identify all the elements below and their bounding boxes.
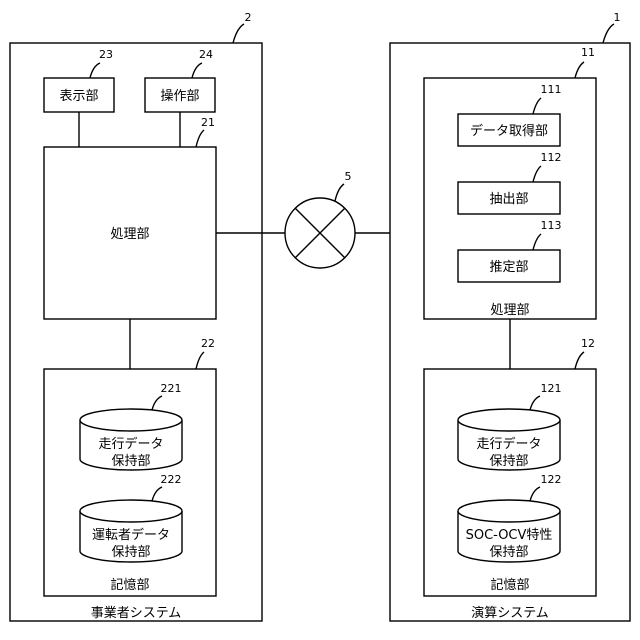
business-storage-ref: 22 [201, 337, 215, 350]
data-acquisition-label: データ取得部 [470, 123, 548, 139]
compute-processing-ref: 11 [581, 46, 595, 59]
compute-system-title: 演算システム [471, 605, 549, 621]
driver-data-db-label-line2: 保持部 [111, 545, 150, 560]
driver-data-db-ref: 222 [161, 473, 182, 486]
compute-storage-label: 記憶部 [490, 577, 529, 593]
network-ref: 5 [345, 170, 352, 183]
extraction-label: 抽出部 [489, 192, 528, 207]
compute-system-ref: 1 [614, 11, 621, 24]
business-processing-label: 処理部 [110, 227, 149, 242]
network-ref-leader [335, 184, 344, 201]
business-processing-ref: 21 [201, 116, 215, 129]
travel-data-db-label-line1: 走行データ [98, 436, 163, 452]
business-system-ref: 2 [245, 11, 252, 24]
soc-ocv-db-label-line1: SOC-OCV特性 [466, 528, 553, 543]
display-unit-ref: 23 [99, 48, 113, 61]
extraction-ref: 112 [541, 151, 562, 164]
estimation-label: 推定部 [489, 260, 528, 275]
network-node [285, 198, 355, 268]
operation-unit-ref: 24 [199, 48, 213, 61]
compute-travel-data-db-label-line2: 保持部 [489, 454, 528, 469]
travel-data-db-label-line2: 保持部 [111, 454, 150, 469]
operation-unit-label: 操作部 [160, 88, 199, 104]
business-system-title: 事業者システム [91, 605, 182, 621]
business-storage-label: 記憶部 [110, 577, 149, 593]
data-acquisition-ref: 111 [541, 83, 562, 96]
compute-travel-data-db-label-line1: 走行データ [476, 436, 541, 452]
compute-processing-label: 処理部 [490, 303, 529, 318]
compute-system-ref-leader [603, 24, 614, 43]
soc-ocv-db-top [458, 500, 560, 522]
business-system-ref-leader [233, 24, 244, 43]
soc-ocv-db-label-line2: 保持部 [489, 545, 528, 560]
driver-data-db-top [80, 500, 182, 522]
display-unit-label: 表示部 [59, 89, 98, 104]
soc-ocv-db-ref: 122 [541, 473, 562, 486]
travel-data-db-ref: 221 [161, 382, 182, 395]
compute-storage-ref: 12 [581, 337, 595, 350]
compute-travel-data-db-top [458, 409, 560, 431]
driver-data-db-label-line1: 運転者データ [92, 527, 170, 543]
compute-travel-data-db-ref: 121 [541, 382, 562, 395]
estimation-ref: 113 [541, 219, 562, 232]
travel-data-db-top [80, 409, 182, 431]
